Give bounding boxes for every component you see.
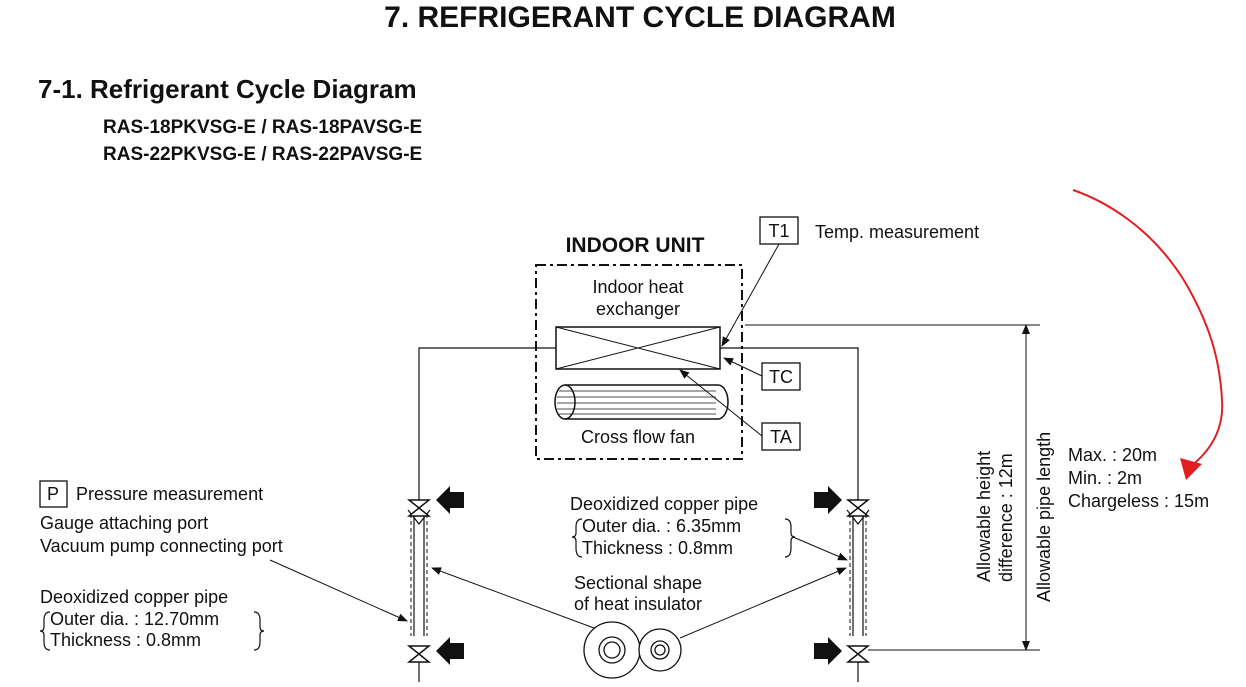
left-insulated-pipe	[407, 509, 431, 636]
p-description: Pressure measurement	[76, 484, 263, 504]
dimension-lines	[745, 324, 1040, 651]
vacuum-port-label: Vacuum pump connecting port	[40, 536, 283, 556]
main-title: 7. REFRIGERANT CYCLE DIAGRAM	[384, 1, 896, 34]
t1-description: Temp. measurement	[815, 222, 979, 242]
insulator-right-leader	[679, 567, 847, 639]
right-insulated-pipe	[846, 509, 870, 636]
right-pipe-title: Deoxidized copper pipe	[570, 494, 758, 514]
heat-exchanger-symbol	[555, 326, 721, 370]
port-leader-line	[269, 559, 408, 622]
cross-flow-fan-symbol	[554, 384, 729, 420]
height-difference-label-1: Allowable height	[974, 451, 994, 582]
p-sensor-label: P	[47, 484, 59, 504]
pipe-length-min: Min. : 2m	[1068, 468, 1142, 488]
heat-exchanger-label-2: exchanger	[596, 299, 680, 319]
left-upper-valve-icon	[406, 499, 432, 517]
left-pipe-outer-dia: Outer dia. : 12.70mm	[50, 609, 219, 629]
cross-flow-fan-label: Cross flow fan	[581, 427, 695, 447]
p-sensor-box	[39, 480, 68, 508]
model-list-line-2: RAS-22PKVSG-E / RAS-22PAVSG-E	[103, 144, 422, 165]
left-brace-close	[253, 611, 265, 651]
right-brace-open	[571, 518, 583, 558]
right-pipe-leader-line	[792, 536, 848, 561]
gauge-port-label: Gauge attaching port	[40, 513, 208, 533]
heat-exchanger-label-1: Indoor heat	[592, 277, 683, 297]
right-brace-close	[784, 518, 796, 558]
tc-leader-line	[723, 357, 763, 377]
insulator-left-leader	[431, 567, 595, 629]
tc-sensor-box	[761, 362, 801, 391]
pipe-length-max: Max. : 20m	[1068, 445, 1157, 465]
pipe-length-label: Allowable pipe length	[1034, 432, 1054, 602]
flow-arrow-icon	[436, 486, 464, 514]
right-pipe-outer-dia: Outer dia. : 6.35mm	[582, 516, 741, 536]
red-annotation-arrow	[1072, 189, 1224, 467]
t1-leader-line	[721, 243, 780, 347]
refrigerant-piping	[418, 347, 859, 682]
red-arrowhead-icon	[1180, 458, 1202, 480]
insulator-label-2: of heat insulator	[574, 594, 702, 614]
left-pipe-thickness: Thickness : 0.8mm	[50, 630, 201, 650]
ta-leader-line	[679, 369, 763, 437]
right-lower-valve-icon	[845, 645, 871, 663]
ta-sensor-box	[761, 422, 801, 451]
indoor-unit-title: INDOOR UNIT	[566, 234, 705, 257]
model-list-line-1: RAS-18PKVSG-E / RAS-18PAVSG-E	[103, 117, 422, 138]
section-title: 7-1. Refrigerant Cycle Diagram	[38, 74, 417, 104]
flow-arrow-icon	[814, 637, 842, 665]
insulator-cross-section-icon	[583, 621, 682, 679]
ta-sensor-label: TA	[770, 427, 792, 447]
flow-arrow-icon	[436, 637, 464, 665]
left-lower-valve-icon	[406, 645, 432, 663]
t1-sensor-box	[759, 216, 799, 245]
tc-sensor-label: TC	[769, 367, 793, 387]
insulator-label-1: Sectional shape	[574, 573, 702, 593]
left-brace-open	[39, 611, 51, 651]
indoor-unit-boundary	[535, 264, 743, 460]
pipe-length-chargeless: Chargeless : 15m	[1068, 491, 1209, 511]
right-upper-valve-icon	[845, 499, 871, 517]
left-pipe-title: Deoxidized copper pipe	[40, 587, 228, 607]
t1-sensor-label: T1	[768, 221, 789, 241]
height-difference-label-2: difference : 12m	[996, 453, 1016, 582]
right-pipe-thickness: Thickness : 0.8mm	[582, 538, 733, 558]
flow-arrow-icon	[814, 486, 842, 514]
